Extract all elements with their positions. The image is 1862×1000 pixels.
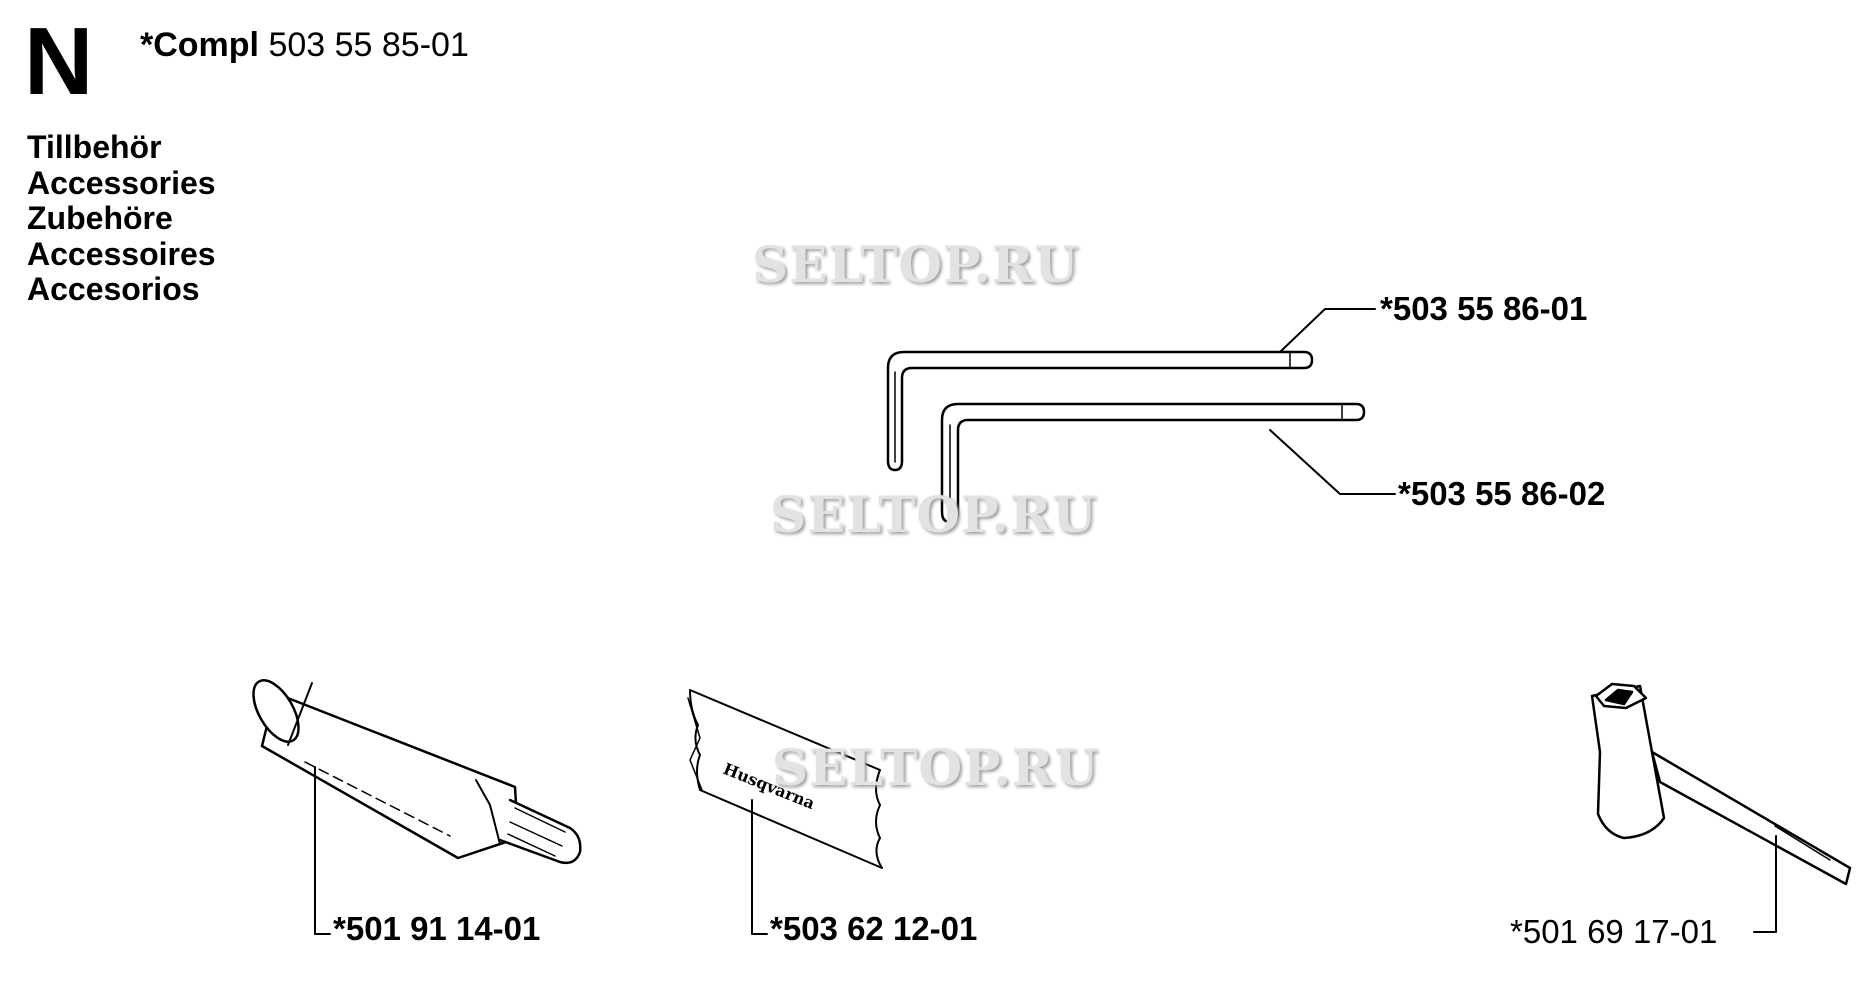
part-number-hex-key-upper: *503 55 86-01 xyxy=(1380,290,1588,327)
watermark-1: SELTOP.RU xyxy=(752,235,1079,294)
compl-number: 503 55 85-01 xyxy=(268,26,469,64)
hex-key-lower-drawing xyxy=(940,402,1366,524)
watermark-3: SELTOP.RU xyxy=(772,738,1099,797)
part-number-combination-spanner: *501 69 17-01 xyxy=(1510,913,1718,950)
title-english: Accessories xyxy=(27,164,216,201)
leader-combination-spanner xyxy=(1753,835,1777,933)
leader-file-guide-sheet xyxy=(751,799,768,935)
title-spanish: Accesorios xyxy=(27,271,200,307)
title-french: Accessoires xyxy=(27,235,216,272)
leader-grease-tube xyxy=(314,766,331,935)
leader-hex-key-lower xyxy=(1269,429,1396,495)
watermark-2: SELTOP.RU xyxy=(770,485,1097,544)
section-titles: Tillbehör Accessories Zubehöre Accessoir… xyxy=(27,129,216,308)
part-number-file-guide-sheet: *503 62 12-01 xyxy=(770,910,978,947)
section-letter: N xyxy=(24,8,94,115)
part-number-grease-tube: *501 91 14-01 xyxy=(333,910,541,947)
grease-tube-drawing xyxy=(252,679,582,865)
combination-spanner-drawing xyxy=(1590,682,1852,886)
hex-key-upper-drawing xyxy=(886,350,1314,472)
complete-kit-label: *Compl 503 55 85-01 xyxy=(140,28,469,62)
leader-hex-key-upper xyxy=(1279,308,1376,353)
title-swedish: Tillbehör xyxy=(27,129,162,165)
part-number-hex-key-lower: *503 55 86-02 xyxy=(1398,475,1606,512)
compl-prefix: *Compl xyxy=(140,26,259,64)
file-guide-sheet-drawing: Husqvarna xyxy=(687,689,883,869)
title-german: Zubehöre xyxy=(27,200,173,236)
